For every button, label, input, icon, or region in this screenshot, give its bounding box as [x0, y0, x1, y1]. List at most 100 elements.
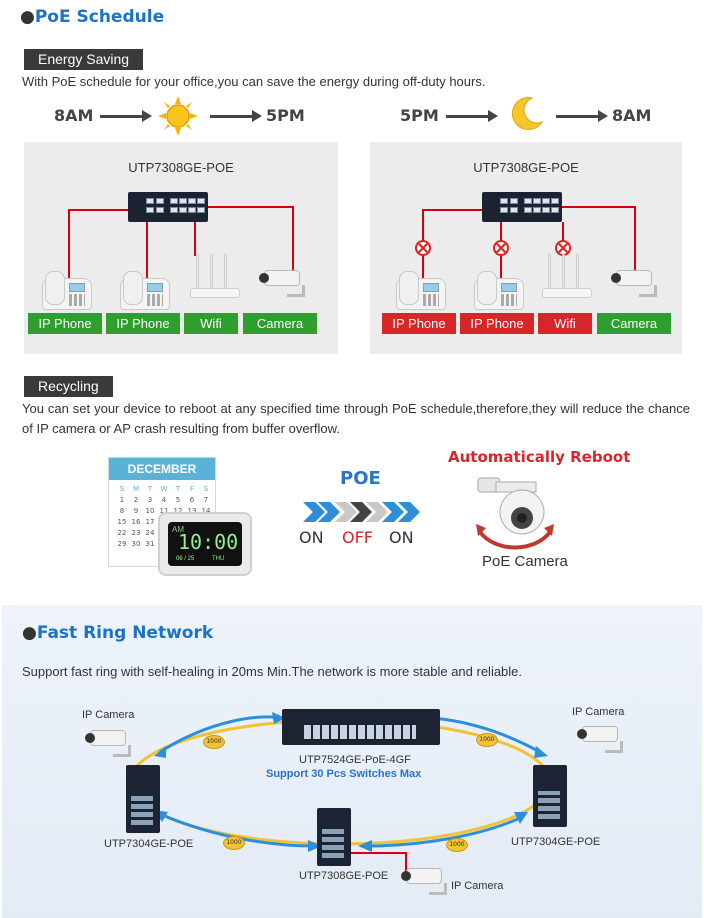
- state-on: ON: [299, 528, 324, 547]
- ip-phone-icon: [42, 271, 92, 310]
- calendar-weekday: F: [189, 485, 195, 493]
- calendar-weekday: T: [147, 485, 153, 493]
- calendar-day: 12: [173, 507, 183, 515]
- edge-switch-icon: [126, 765, 160, 833]
- arrow-right-icon: [446, 110, 498, 122]
- calendar-day: 29: [117, 540, 127, 548]
- wifi-router-icon: [542, 288, 592, 298]
- switch-icon: [128, 192, 208, 222]
- camera-label: IP Camera: [572, 706, 625, 718]
- arrow-right-icon: [556, 110, 608, 122]
- calendar-day: 7: [203, 496, 209, 504]
- calendar-day: 24: [145, 529, 155, 537]
- camera-icon: [577, 726, 623, 753]
- core-capacity-note: Support 30 Pcs Switches Max: [266, 768, 422, 780]
- time-from-left: 8AM: [54, 106, 94, 125]
- clock-ampm: AM: [172, 525, 184, 534]
- moon-icon: [510, 96, 544, 132]
- time-to-right: 8AM: [612, 106, 652, 125]
- ip-phone-icon: [474, 271, 524, 310]
- link-speed-badge: 1000: [446, 838, 468, 852]
- edge-switch-icon: [533, 765, 567, 827]
- ring-section: [2, 605, 702, 918]
- link-speed-badge: 1000: [476, 733, 498, 747]
- calendar-day: 3: [147, 496, 153, 504]
- ring-text: Support fast ring with self-healing in 2…: [22, 664, 523, 679]
- recycling-tag: Recycling: [24, 376, 113, 397]
- chevron-icon: [382, 502, 404, 522]
- calendar-day: 30: [131, 540, 141, 548]
- switch-icon: [482, 192, 562, 222]
- camera-icon: [85, 730, 131, 757]
- time-from-right: 5PM: [400, 106, 439, 125]
- device-label-ip-phone: IP Phone: [106, 313, 180, 334]
- ip-phone-icon: [396, 271, 446, 310]
- day-panel: UTP7308GE-POE IP Phone IP Phone Wifi Cam…: [24, 142, 338, 354]
- ring-title: ●Fast Ring Network: [22, 623, 214, 643]
- calendar-weekday: W: [160, 485, 168, 493]
- ip-phone-icon: [120, 271, 170, 310]
- link-speed-badge: 1000: [203, 735, 225, 749]
- calendar-day: 5: [175, 496, 181, 504]
- poe-label: POE: [340, 468, 381, 489]
- reboot-title: Automatically Reboot: [448, 448, 631, 466]
- calendar-day: 16: [131, 518, 141, 526]
- calendar-day: 22: [117, 529, 127, 537]
- device-label-camera: Camera: [243, 313, 317, 334]
- clock-day: THU: [212, 556, 225, 562]
- chevron-icon: [335, 502, 357, 522]
- calendar-weekday: S: [203, 485, 209, 493]
- energy-saving-tag: Energy Saving: [24, 49, 144, 70]
- link-speed-badge: 1000: [223, 836, 245, 850]
- energy-saving-text: With PoE schedule for your office,you ca…: [22, 74, 486, 89]
- calendar-day: 17: [145, 518, 155, 526]
- clock-time: 10:00: [178, 530, 239, 554]
- clock-icon: AM 10:00 06 / 25 THU: [158, 512, 252, 576]
- arrow-right-icon: [100, 110, 152, 122]
- calendar-day: 11: [159, 507, 169, 515]
- switch-model-label: UTP7308GE-POE: [128, 160, 234, 175]
- core-model-label: UTP7524GE-PoE-4GF: [299, 754, 411, 766]
- time-to-left: 5PM: [266, 106, 305, 125]
- calendar-day: 4: [161, 496, 167, 504]
- calendar-week-row: 29 30 31: [115, 539, 215, 550]
- chevron-icon: [366, 502, 388, 522]
- chevron-icon: [350, 502, 372, 522]
- ptz-camera-icon: [470, 472, 560, 552]
- calendar-day: 6: [189, 496, 195, 504]
- calendar-weekday: T: [175, 485, 181, 493]
- calendar-month: DECEMBER: [109, 458, 215, 480]
- device-label-wifi: Wifi: [538, 313, 592, 334]
- chevron-icon: [318, 502, 340, 522]
- calendar-day: 9: [133, 507, 139, 515]
- device-label-ip-phone: IP Phone: [28, 313, 102, 334]
- switch-model-label: UTP7308GE-POE: [473, 160, 579, 175]
- calendar-day: 8: [119, 507, 125, 515]
- device-label-ip-phone: IP Phone: [460, 313, 534, 334]
- poe-schedule-title: ●PoE Schedule: [20, 7, 165, 27]
- wifi-router-icon: [190, 288, 240, 298]
- camera-icon: [401, 868, 447, 895]
- disconnected-icon: [415, 240, 431, 256]
- clock-date: 06 / 25: [176, 556, 195, 562]
- bottom-switch-model: UTP7308GE-POE: [299, 870, 389, 882]
- disconnected-icon: [493, 240, 509, 256]
- sun-icon: [158, 96, 198, 136]
- poe-camera-label: PoE Camera: [482, 553, 568, 570]
- chevron-icon: [398, 502, 420, 522]
- calendar-day: 10: [145, 507, 155, 515]
- edge-switch-icon: [317, 808, 351, 866]
- device-label-camera: Camera: [597, 313, 671, 334]
- calendar-day: 15: [117, 518, 127, 526]
- recycling-text: You can set your device to reboot at any…: [22, 401, 690, 436]
- state-off: OFF: [342, 528, 373, 547]
- state-on: ON: [389, 528, 414, 547]
- right-switch-model: UTP7304GE-POE: [511, 836, 601, 848]
- camera-label: IP Camera: [451, 880, 504, 892]
- calendar-day: 31: [145, 540, 155, 548]
- calendar-day: 1: [119, 496, 125, 504]
- calendar-day: 14: [201, 507, 211, 515]
- calendar-weekday: M: [132, 485, 140, 493]
